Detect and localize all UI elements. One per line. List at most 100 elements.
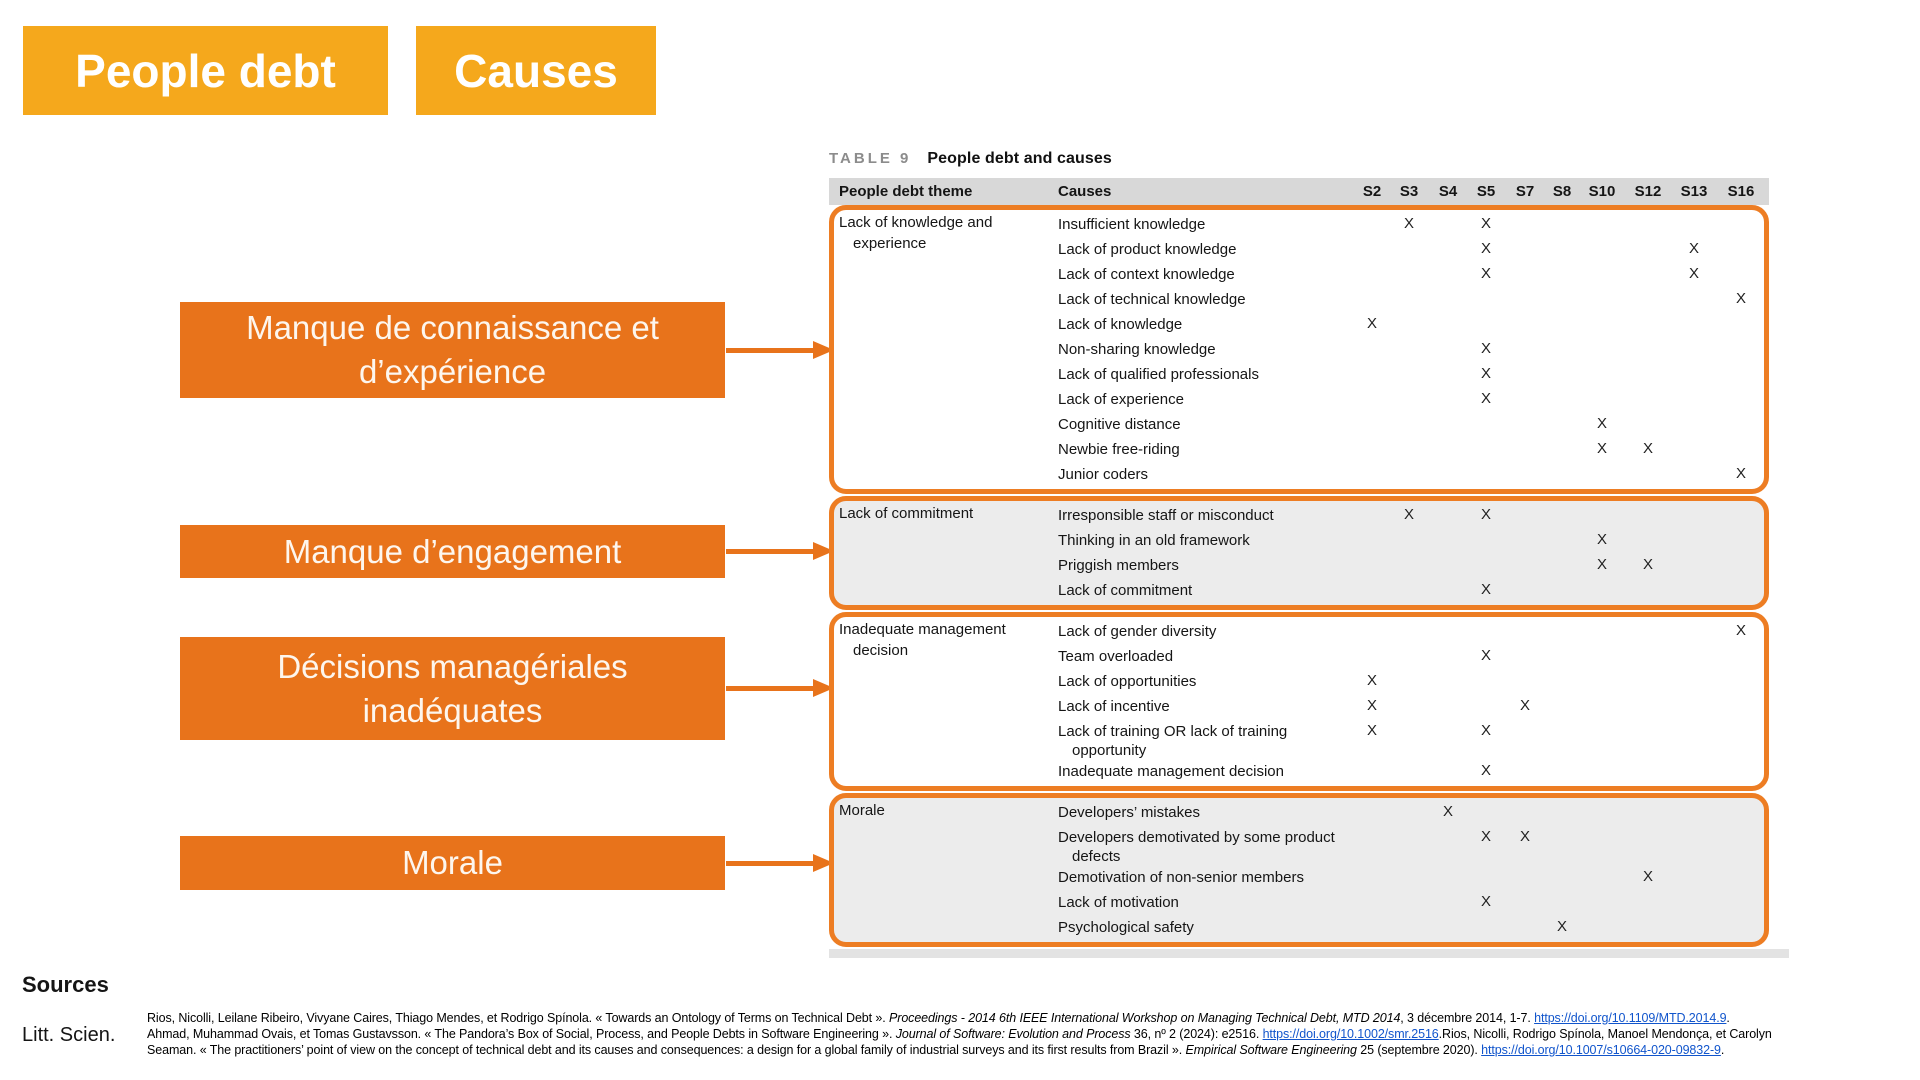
x-mark-s5: X bbox=[1480, 340, 1492, 357]
citation-text: , 3 décembre 2014, 1-7. bbox=[1400, 1011, 1535, 1025]
annotation-label-line: Décisions managériales bbox=[277, 647, 628, 685]
annotation-label: Manque de connaissance et d’expérience bbox=[180, 302, 725, 398]
arrow-tail bbox=[726, 347, 815, 353]
annotation-label-line: Manque d’engagement bbox=[283, 532, 622, 570]
theme-cell: Morale bbox=[839, 802, 885, 819]
column-header-s2: S2 bbox=[1362, 183, 1382, 200]
citation-text: Seaman. « The practitioners’ point of vi… bbox=[147, 1043, 1186, 1057]
column-header-s5: S5 bbox=[1476, 183, 1496, 200]
x-mark-s5: X bbox=[1480, 365, 1492, 382]
cause-cell: Lack of knowledge bbox=[1058, 316, 1183, 333]
x-mark-s5: X bbox=[1480, 647, 1492, 664]
causes-badge-label: Causes bbox=[454, 44, 618, 97]
annotation-arrow bbox=[726, 542, 834, 561]
doi-link[interactable]: https://doi.org/10.1007/s10664-020-09832… bbox=[1481, 1043, 1721, 1057]
cause-cell: Cognitive distance bbox=[1058, 416, 1181, 433]
citation-text: . bbox=[1720, 1043, 1725, 1057]
cause-cell: Demotivation of non-senior members bbox=[1058, 869, 1304, 886]
x-mark-s12: X bbox=[1642, 868, 1654, 885]
table-row: Lack of incentive X X bbox=[834, 694, 1764, 719]
annotation-arrow bbox=[726, 853, 834, 873]
citation-text: 36, nº 2 (2024): e2516. bbox=[1130, 1027, 1263, 1041]
cause-cell: Psychological safety bbox=[1058, 919, 1194, 936]
table-section: Inadequate management decision Lack of ge… bbox=[829, 612, 1769, 791]
column-header-s7: S7 bbox=[1515, 183, 1535, 200]
people-debt-badge: People debt bbox=[23, 26, 388, 115]
cause-cell: Priggish members bbox=[1058, 557, 1179, 574]
x-mark-s5: X bbox=[1480, 506, 1492, 523]
annotation-label-line: Manque de connaissance et bbox=[246, 309, 659, 346]
x-mark-s10: X bbox=[1596, 415, 1608, 432]
citation-text: . bbox=[1726, 1011, 1730, 1025]
x-mark-s16: X bbox=[1735, 290, 1747, 307]
causes-badge: Causes bbox=[416, 26, 656, 115]
table-section: Lack of commitment Irresponsible staff or… bbox=[829, 496, 1769, 610]
cause-cell: Insufficient knowledge bbox=[1058, 216, 1206, 233]
x-mark-s5: X bbox=[1480, 762, 1492, 779]
cause-cell: Lack of technical knowledge bbox=[1058, 291, 1246, 308]
cause-cell: Lack of context knowledge bbox=[1058, 266, 1235, 283]
cause-cell: Lack of commitment bbox=[1058, 582, 1193, 599]
cause-cell: Lack of qualified professionals bbox=[1058, 366, 1259, 383]
table-row: Psychological safety X bbox=[834, 915, 1764, 940]
citation-line: Seaman. « The practitioners’ point of vi… bbox=[147, 1042, 1772, 1058]
annotation-label-line: d’expérience bbox=[358, 353, 547, 390]
citation-journal-title: Empirical Software Engineering bbox=[1185, 1043, 1357, 1057]
doi-link[interactable]: https://doi.org/10.1109/MTD.2014.9 bbox=[1534, 1011, 1727, 1025]
x-mark-s5: X bbox=[1480, 240, 1492, 257]
cause-cell: Lack of product knowledge bbox=[1058, 241, 1237, 258]
citation-text: Ahmad, Muhammad Ovais, et Tomas Gustavss… bbox=[147, 1027, 896, 1041]
doi-link[interactable]: https://doi.org/10.1002/smr.2516 bbox=[1262, 1027, 1439, 1041]
citation-journal-title: Proceedings - 2014 6th IEEE Internationa… bbox=[889, 1011, 1401, 1025]
column-header-s8: S8 bbox=[1552, 183, 1572, 200]
cause-cell: Inadequate management decision bbox=[1058, 763, 1284, 780]
arrow-head bbox=[813, 853, 834, 872]
column-header-s13: S13 bbox=[1680, 183, 1708, 200]
x-mark-s2: X bbox=[1366, 697, 1378, 714]
cause-cell: Lack of gender diversity bbox=[1058, 623, 1217, 640]
x-mark-s5: X bbox=[1480, 215, 1492, 232]
citations-block: Rios, Nicolli, Leilane Ribeiro, Vivyane … bbox=[147, 1010, 1772, 1058]
x-mark-s2: X bbox=[1366, 672, 1378, 689]
cause-cell: Lack of motivation bbox=[1058, 894, 1179, 911]
table-row: Inadequate management decision X bbox=[834, 759, 1764, 784]
table-row: Lack of commitment X bbox=[834, 578, 1764, 603]
x-mark-s7: X bbox=[1519, 697, 1531, 714]
x-mark-s8: X bbox=[1556, 918, 1568, 935]
x-mark-s16: X bbox=[1735, 622, 1747, 639]
arrow-head bbox=[813, 340, 834, 359]
arrow-head bbox=[813, 679, 834, 697]
column-header-causes: Causes bbox=[1058, 183, 1112, 200]
cause-cell: Irresponsible staff or misconduct bbox=[1058, 507, 1274, 524]
table-row: Lack of qualified professionals X bbox=[834, 362, 1764, 387]
column-header-s16: S16 bbox=[1727, 183, 1755, 200]
annotation-label: Manque d’engagement bbox=[180, 525, 725, 578]
column-header-s3: S3 bbox=[1399, 183, 1419, 200]
x-mark-s10: X bbox=[1596, 531, 1608, 548]
x-mark-s13: X bbox=[1688, 240, 1700, 257]
x-mark-s5: X bbox=[1480, 828, 1492, 845]
table-row: Cognitive distance X bbox=[834, 412, 1764, 437]
cause-cell: Junior coders bbox=[1058, 466, 1149, 483]
cause-cell: Lack of incentive bbox=[1058, 698, 1170, 715]
theme-cell: Inadequate management decision bbox=[839, 621, 1006, 659]
arrow-tail bbox=[726, 686, 815, 691]
x-mark-s4: X bbox=[1442, 803, 1454, 820]
x-mark-s5: X bbox=[1480, 581, 1492, 598]
cause-cell: Lack of training OR lack of training opp… bbox=[1058, 723, 1288, 759]
citation-journal-title: Journal of Software: Evolution and Proce… bbox=[895, 1027, 1131, 1041]
x-mark-s2: X bbox=[1366, 315, 1378, 332]
citation-text: 25 (septembre 2020). bbox=[1356, 1043, 1482, 1057]
